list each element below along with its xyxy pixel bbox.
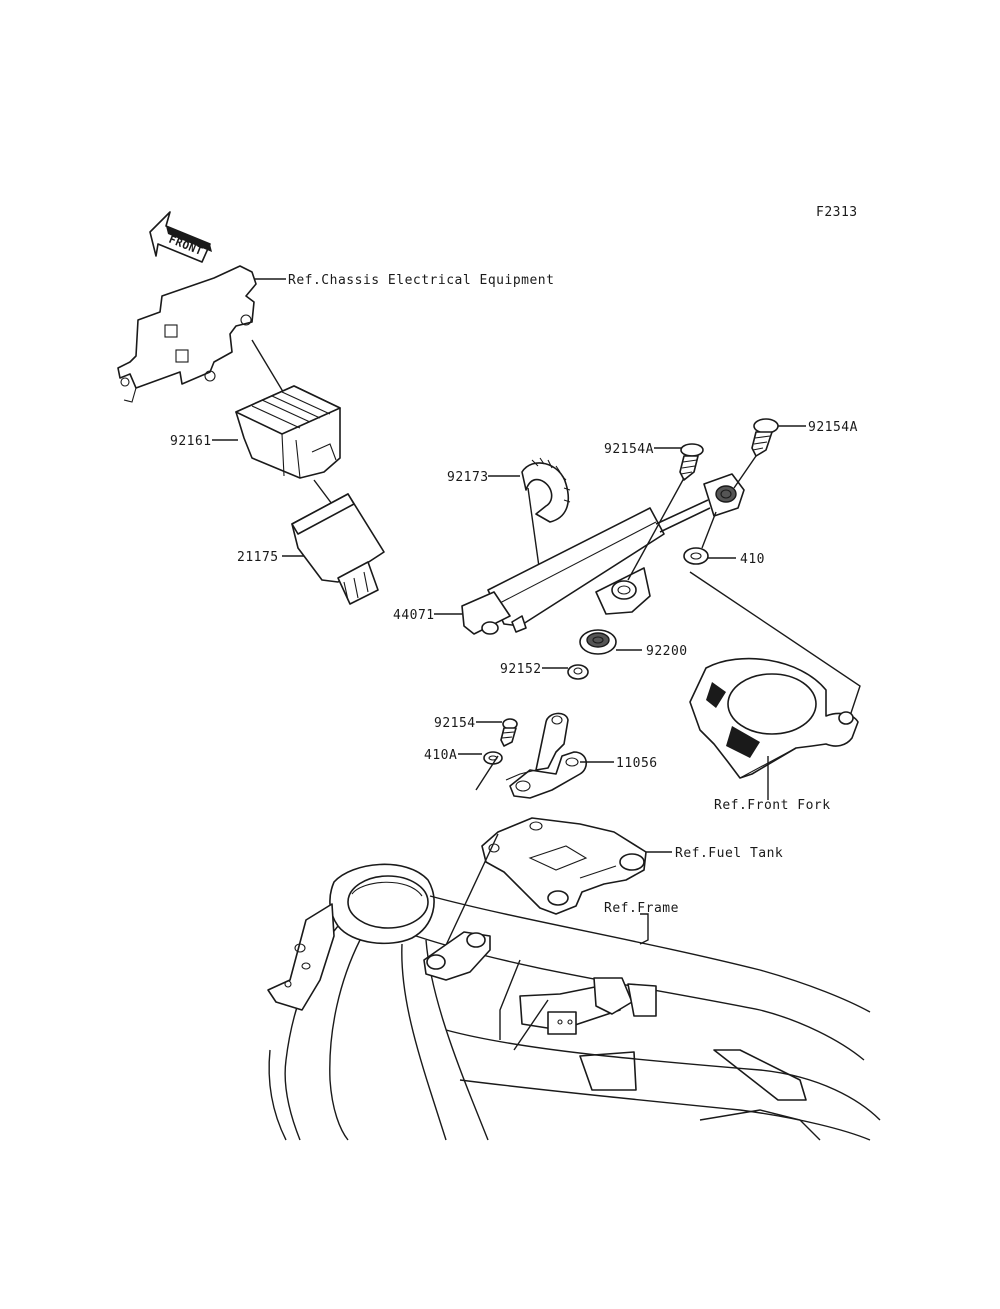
assembly-line-92154a-right	[733, 455, 757, 489]
assembly-line-92173	[527, 487, 541, 575]
front-fork-drawing	[689, 657, 859, 779]
front-arrow-icon: FRONT	[149, 211, 212, 263]
label-92154a-right: 92154A	[808, 420, 858, 435]
assembly-line-bracket	[251, 339, 289, 401]
label-ref-chassis: Ref.Chassis Electrical Equipment	[288, 273, 554, 288]
leader-frame	[639, 913, 649, 945]
label-92161: 92161	[170, 434, 212, 449]
label-410a: 410A	[424, 748, 457, 763]
grommet-92200-drawing	[579, 629, 617, 655]
assembly-line-92154a-left	[627, 477, 685, 581]
label-92154a-left: 92154A	[604, 442, 654, 457]
collar-92152-drawing	[567, 664, 589, 680]
assembly-line-92161-21175	[313, 479, 333, 505]
bracket-11056-drawing	[505, 712, 587, 799]
assembly-line-fuel-tank	[439, 833, 499, 959]
frame-drawing	[267, 863, 881, 1141]
label-92173: 92173	[447, 470, 489, 485]
holder-92161-drawing	[235, 385, 341, 479]
fuel-tank-bracket-drawing	[481, 817, 647, 915]
label-410: 410	[740, 552, 765, 567]
label-44071: 44071	[393, 608, 435, 623]
label-ref-front-fork: Ref.Front Fork	[714, 798, 831, 813]
damper-44071-drawing	[461, 473, 745, 635]
label-92200: 92200	[646, 644, 688, 659]
assembly-line-410	[701, 511, 717, 549]
label-ref-frame: Ref.Frame	[604, 901, 679, 916]
washer-410-drawing	[683, 547, 709, 565]
label-92154: 92154	[434, 716, 476, 731]
assembly-line-410a	[475, 755, 499, 791]
chassis-bracket-drawing	[117, 265, 257, 403]
label-ref-fuel-tank: Ref.Fuel Tank	[675, 846, 783, 861]
figure-code: F2313	[816, 205, 858, 220]
assembly-line-410-fork	[689, 571, 861, 717]
bolt-92154a-left-drawing	[679, 443, 704, 481]
label-92152: 92152	[500, 662, 542, 677]
bolt-92154-drawing	[500, 718, 518, 747]
bolt-92154a-right-drawing	[751, 418, 779, 457]
washer-410a-drawing	[483, 751, 503, 765]
clamp-92173-drawing	[521, 457, 571, 523]
label-21175: 21175	[237, 550, 279, 565]
label-11056: 11056	[616, 756, 658, 771]
relay-21175-drawing	[291, 493, 385, 605]
